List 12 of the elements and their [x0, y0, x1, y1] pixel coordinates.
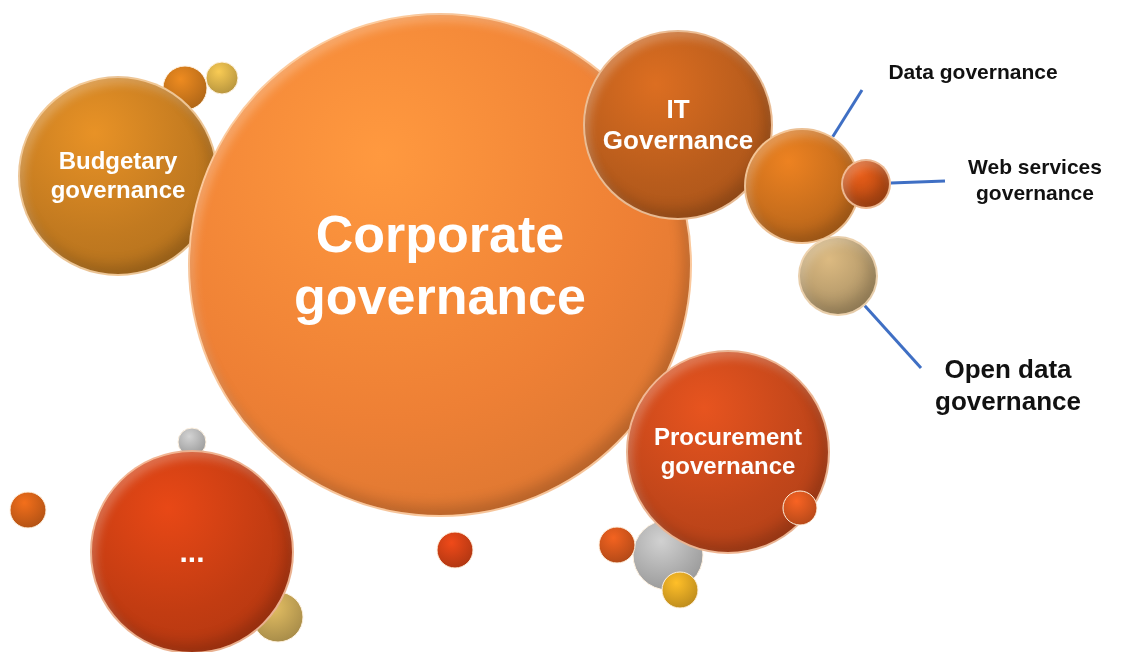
leader-line — [863, 304, 923, 369]
bubble-label: Corporate governance — [293, 203, 587, 327]
bubble-label: IT Governance — [601, 93, 755, 157]
leader-line — [831, 89, 864, 138]
bubble — [841, 159, 891, 209]
callout-label: Open data governance — [934, 352, 1082, 418]
leader-line — [890, 179, 946, 185]
bubble-label: Procurement governance — [652, 423, 803, 481]
callout-label: Data governance — [888, 58, 1058, 85]
bubble-label: ... — [179, 534, 205, 570]
callout-label: Web services governance — [967, 153, 1103, 206]
bubble-label: Budgetary governance — [49, 147, 187, 205]
